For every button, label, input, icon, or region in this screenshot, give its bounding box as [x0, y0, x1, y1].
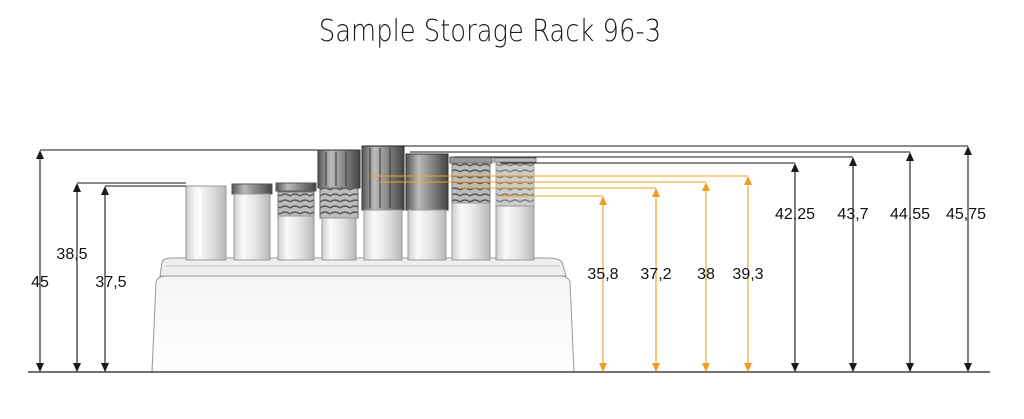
left-dim-1-label: 45 [31, 274, 49, 291]
left-dim-1: 45 [31, 149, 318, 372]
right-dim-4: 45,75 [365, 145, 986, 372]
tube-2 [231, 183, 273, 261]
right-dim-2: 43,7 [455, 156, 869, 372]
orange-dim-3: 38 [380, 181, 715, 372]
right-dim-4-label: 45,75 [946, 206, 986, 223]
diagram-title: Sample Storage Rack 96-3 [318, 14, 662, 49]
orange-dim-2-label: 37,2 [640, 266, 671, 283]
orange-dim-1-label: 35,8 [587, 266, 618, 283]
tube-7 [449, 156, 493, 261]
right-dim-3: 44,55 [410, 151, 930, 372]
left-dim-2-label: 38,5 [56, 246, 87, 263]
tube-4 [317, 149, 361, 261]
right-dim-2-label: 43,7 [837, 206, 868, 223]
tube-1 [185, 185, 227, 261]
orange-dim-3-label: 38 [697, 266, 715, 283]
left-dim-2: 38,5 [56, 182, 186, 372]
right-dim-1: 42,25 [500, 162, 815, 372]
tube-6 [405, 153, 449, 261]
left-dim-3-label: 37,5 [95, 274, 126, 291]
orange-dim-4-label: 39,3 [732, 266, 763, 283]
rack-base [151, 257, 575, 373]
tube-3 [275, 182, 317, 261]
tube-8 [493, 157, 537, 261]
tube-5 [361, 145, 405, 261]
right-dim-1-label: 42,25 [775, 206, 815, 223]
left-dim-3: 37,5 [95, 185, 186, 372]
right-dim-3-label: 44,55 [890, 206, 930, 223]
orange-dim-4: 39,3 [370, 175, 764, 372]
orange-dim-1: 35,8 [500, 195, 619, 372]
orange-dim-2: 37,2 [460, 187, 672, 372]
